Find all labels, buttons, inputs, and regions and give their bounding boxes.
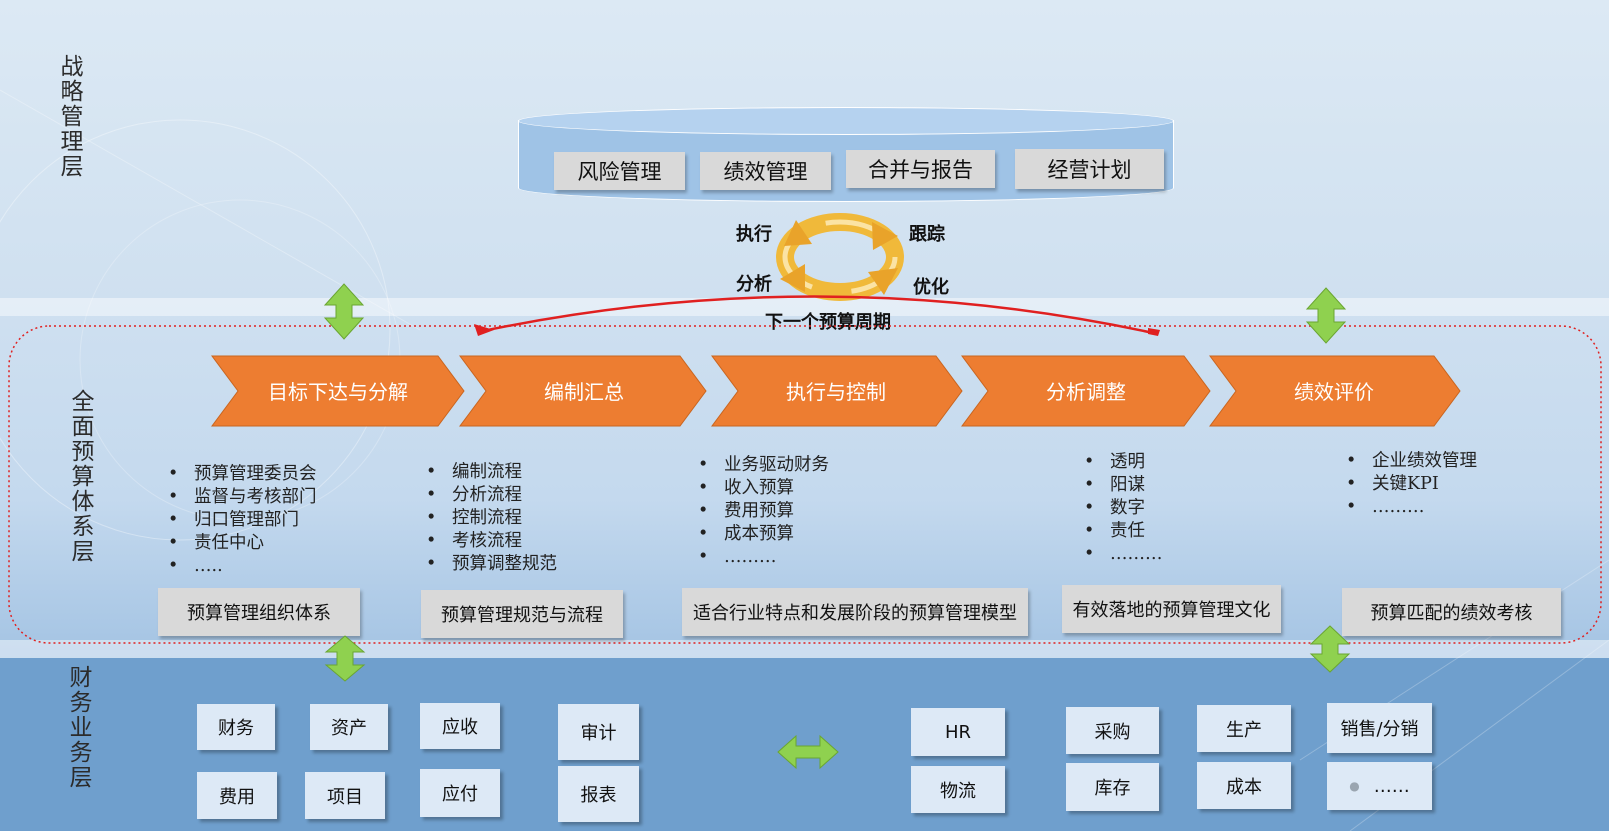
system-label-evaluation: 预算匹配的绩效考核 [1342,588,1561,636]
cycle-label-analyze: 分析 [736,274,772,295]
bullet-item: 预算管理委员会 [168,463,317,486]
module-finance: 财务 [197,704,275,750]
module-logistics: 物流 [911,766,1005,813]
bullet-item: 阳谋 [1084,474,1163,497]
module-inventory: 库存 [1066,763,1159,811]
bullet-item: 预算调整规范 [426,553,557,576]
next-cycle-arrowhead [474,324,494,336]
svg-text:绩效评价: 绩效评价 [1294,380,1374,404]
system-label-model: 适合行业特点和发展阶段的预算管理模型 [682,588,1028,636]
layer-divider-top [0,298,1609,316]
system-label-organization: 预算管理组织体系 [158,588,360,636]
process-step-analyze: 分析调整 [961,355,1211,427]
bullet-item: 责任 [1084,520,1163,543]
bullet-item: 分析流程 [426,484,557,507]
module-receivable: 应收 [420,703,500,749]
cycle-label-optimize: 优化 [913,277,949,298]
strategy-box-consolidation: 合并与报告 [846,150,995,188]
bullet-list-organization: 预算管理委员会监督与考核部门归口管理部门责任中心….. [168,463,317,578]
module-audit: 审计 [558,704,639,760]
module-hr: HR [911,708,1005,756]
bullet-item: 监督与考核部门 [168,486,317,509]
bullet-list-process: 编制流程分析流程控制流程考核流程预算调整规范 [426,461,557,576]
bullet-item: 业务驱动财务 [698,454,829,477]
double-arrow-vertical-icon [1309,625,1351,673]
next-cycle-arc [477,295,1159,336]
bullet-item: 企业绩效管理 [1346,450,1477,473]
bullet-item: ……… [698,546,829,569]
strategy-cylinder-top [518,107,1174,135]
strategy-box-risk: 风险管理 [554,152,685,190]
svg-text:执行与控制: 执行与控制 [786,380,886,404]
module-cost: 成本 [1197,762,1291,809]
double-arrow-vertical-icon [323,283,365,340]
bullet-item: 费用预算 [698,500,829,523]
bullet-item: 收入预算 [698,477,829,500]
module-production: 生产 [1197,705,1291,752]
bullet-item: 关键KPI [1346,473,1477,496]
bullet-item: ….. [168,555,317,578]
module-expense: 费用 [197,772,277,819]
bullet-item: 数字 [1084,497,1163,520]
bullet-item: 归口管理部门 [168,509,317,532]
bullet-item: 控制流程 [426,507,557,530]
module-report: 报表 [558,766,639,822]
strategy-box-performance: 绩效管理 [700,152,831,190]
bullet-item: 责任中心 [168,532,317,555]
cycle-label-exec: 执行 [736,224,772,245]
svg-text:分析调整: 分析调整 [1046,380,1126,404]
double-arrow-vertical-icon [1305,287,1347,344]
svg-text:目标下达与分解: 目标下达与分解 [268,380,408,404]
bullet-list-model: 业务驱动财务收入预算费用预算成本预算……… [698,454,829,569]
system-label-culture: 有效落地的预算管理文化 [1062,585,1281,633]
module-sales: 销售/分销 [1327,703,1432,753]
module-more: ● …… [1327,762,1432,810]
bullet-item: ……… [1084,543,1163,566]
bullet-list-evaluation: 企业绩效管理关键KPI……… [1346,450,1477,519]
layer-divider-bottom [0,640,1609,658]
cycle-label-next: 下一个预算周期 [765,312,891,333]
bullet-item: 编制流程 [426,461,557,484]
bullet-item: 成本预算 [698,523,829,546]
double-arrow-horizontal-icon [777,734,839,770]
svg-text:编制汇总: 编制汇总 [544,380,624,404]
double-arrow-vertical-icon [324,635,366,682]
next-cycle-tail [1148,328,1160,336]
module-payable: 应付 [420,769,500,817]
process-step-compile: 编制汇总 [459,355,707,427]
cycle-label-track: 跟踪 [909,224,945,245]
module-assets: 资产 [310,704,388,750]
bullet-item: 考核流程 [426,530,557,553]
layer-title-strategy: 战略管理层 [60,54,84,180]
module-project: 项目 [305,772,385,819]
cycle-arrows-icon [776,213,904,301]
more-dot-icon: ● [1349,779,1360,793]
module-procurement: 采购 [1066,707,1159,754]
bullet-item: 透明 [1084,451,1163,474]
strategy-box-plan: 经营计划 [1015,149,1164,189]
bullet-item: ……… [1346,496,1477,519]
module-more-label: …… [1373,775,1410,797]
process-step-execute: 执行与控制 [711,355,963,427]
process-step-target: 目标下达与分解 [211,355,465,427]
system-label-process: 预算管理规范与流程 [421,590,623,638]
process-step-evaluate: 绩效评价 [1209,355,1461,427]
bullet-list-culture: 透明阳谋数字责任……… [1084,451,1163,566]
layer-title-budget: 全面预算体系层 [71,389,95,565]
layer-title-business: 财务业务层 [69,665,93,791]
